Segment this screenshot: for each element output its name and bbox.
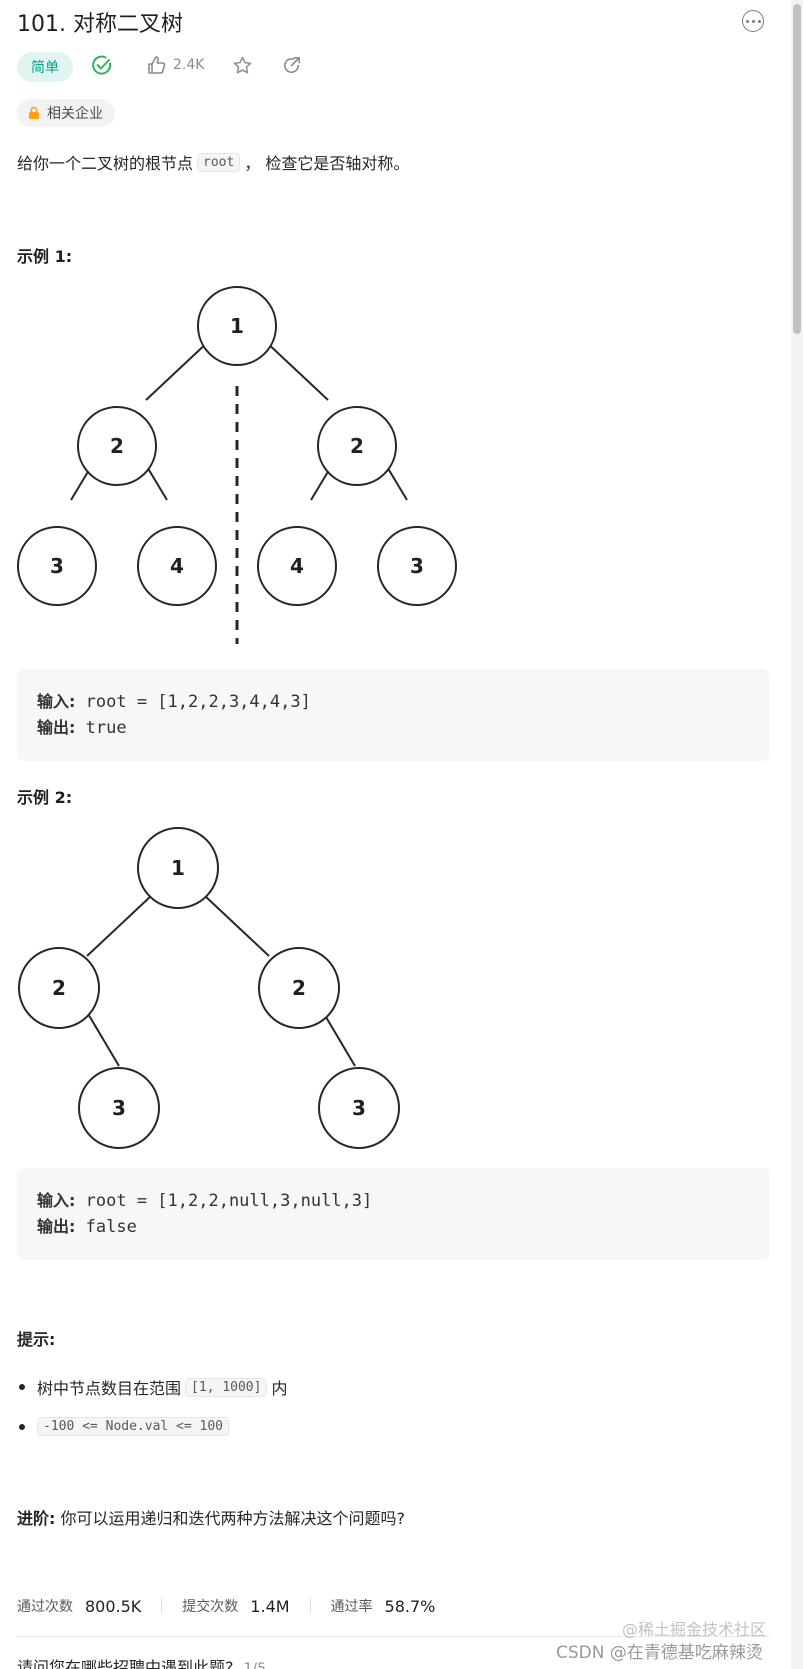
like-button[interactable]: 2.4K: [147, 55, 204, 75]
difficulty-badge: 简单: [17, 52, 73, 82]
tree-node-label: 2: [292, 976, 306, 1000]
tree-node-label: 2: [110, 434, 124, 458]
advanced-note: 进阶: 你可以运用递归和迭代两种方法解决这个问题吗?: [17, 1505, 405, 1529]
submissions-label: 提交次数: [182, 1599, 239, 1615]
tip-item: -100 <= Node.val <= 100: [17, 1417, 233, 1436]
tips-heading: 提示:: [17, 1330, 56, 1349]
example-1-heading: 示例 1:: [17, 247, 73, 266]
scrollbar-track[interactable]: [791, 0, 803, 1669]
like-count: 2.4K: [173, 57, 205, 73]
divider: [161, 1598, 163, 1614]
scrollbar-thumb[interactable]: [793, 4, 801, 334]
watermark-juejin: @稀土掘金技术社区: [622, 1620, 767, 1639]
tree-node-label: 1: [230, 314, 244, 338]
advanced-label: 进阶:: [17, 1509, 56, 1528]
share-icon[interactable]: [281, 55, 302, 76]
accepted-label: 通过次数: [17, 1599, 73, 1615]
tree-node-label: 1: [171, 856, 185, 880]
tip-text: 内: [271, 1379, 288, 1398]
problem-title: 101. 对称二叉树: [17, 12, 183, 37]
interview-question-row[interactable]: 请问您在哪些招聘中遇到此题? 1/5: [17, 1654, 266, 1669]
input-label: 输入:: [37, 692, 76, 711]
output-value: false: [85, 1217, 137, 1237]
thumbs-up-icon: [148, 56, 166, 74]
advanced-text: 你可以运用递归和迭代两种方法解决这个问题吗?: [60, 1509, 406, 1528]
example-2-heading: 示例 2:: [17, 788, 73, 807]
more-options-icon[interactable]: [742, 10, 764, 32]
accepted-value: 800.5K: [85, 1596, 142, 1616]
tree-node-label: 3: [410, 554, 424, 578]
tree-node-label: 4: [170, 554, 184, 578]
rate-value: 58.7%: [384, 1596, 436, 1616]
favorite-star-icon[interactable]: [232, 55, 253, 76]
solved-check-icon: [91, 54, 113, 76]
output-value: true: [85, 718, 127, 738]
related-companies-label: 相关企业: [47, 106, 103, 122]
description-prefix: 给你一个二叉树的根节点: [17, 154, 194, 173]
divider: [17, 1636, 770, 1637]
interview-question-text: 请问您在哪些招聘中遇到此题?: [17, 1658, 234, 1669]
tip-text: 树中节点数目在范围: [37, 1379, 182, 1398]
example-1-io-block: 输入: root = [1,2,2,3,4,4,3] 输出: true: [17, 669, 770, 761]
example-1-tree-diagram: 1 2 2 3 4 4 3: [17, 286, 457, 644]
tree-node-label: 3: [50, 554, 64, 578]
description-suffix: ， 检查它是否轴对称。: [244, 154, 410, 173]
description-code: root: [197, 152, 241, 172]
bullet-icon: [19, 1384, 25, 1390]
tree-node-label: 3: [112, 1096, 126, 1120]
example-2-io-block: 输入: root = [1,2,2,null,3,null,3] 输出: fal…: [17, 1168, 770, 1260]
interview-pager: 1/5: [243, 1661, 267, 1669]
output-label: 输出:: [37, 718, 76, 737]
problem-description: 给你一个二叉树的根节点 root ， 检查它是否轴对称。: [17, 150, 409, 174]
submissions-value: 1.4M: [250, 1596, 290, 1616]
stats-row: 通过次数 800.5K 提交次数 1.4M 通过率 58.7%: [17, 1596, 435, 1616]
related-companies-tag[interactable]: 相关企业: [17, 99, 115, 127]
lock-icon: [29, 106, 39, 119]
input-value: root = [1,2,2,null,3,null,3]: [85, 1191, 373, 1211]
tip-code: [1, 1000]: [185, 1377, 268, 1397]
input-value: root = [1,2,2,3,4,4,3]: [85, 692, 311, 712]
tree-node-label: 3: [352, 1096, 366, 1120]
divider: [309, 1598, 311, 1614]
output-label: 输出:: [37, 1217, 76, 1236]
tree-node-label: 2: [52, 976, 66, 1000]
tree-node-label: 2: [350, 434, 364, 458]
tip-item: 树中节点数目在范围 [1, 1000] 内: [17, 1375, 287, 1399]
bullet-icon: [19, 1423, 25, 1430]
tree-node-label: 4: [290, 554, 304, 578]
tip-code: -100 <= Node.val <= 100: [37, 1417, 230, 1436]
rate-label: 通过率: [330, 1599, 373, 1615]
watermark-csdn: CSDN @在青德基吃麻辣烫: [556, 1643, 763, 1663]
example-2-tree-diagram: 1 2 2 3 3: [18, 827, 400, 1149]
input-label: 输入:: [37, 1191, 76, 1210]
